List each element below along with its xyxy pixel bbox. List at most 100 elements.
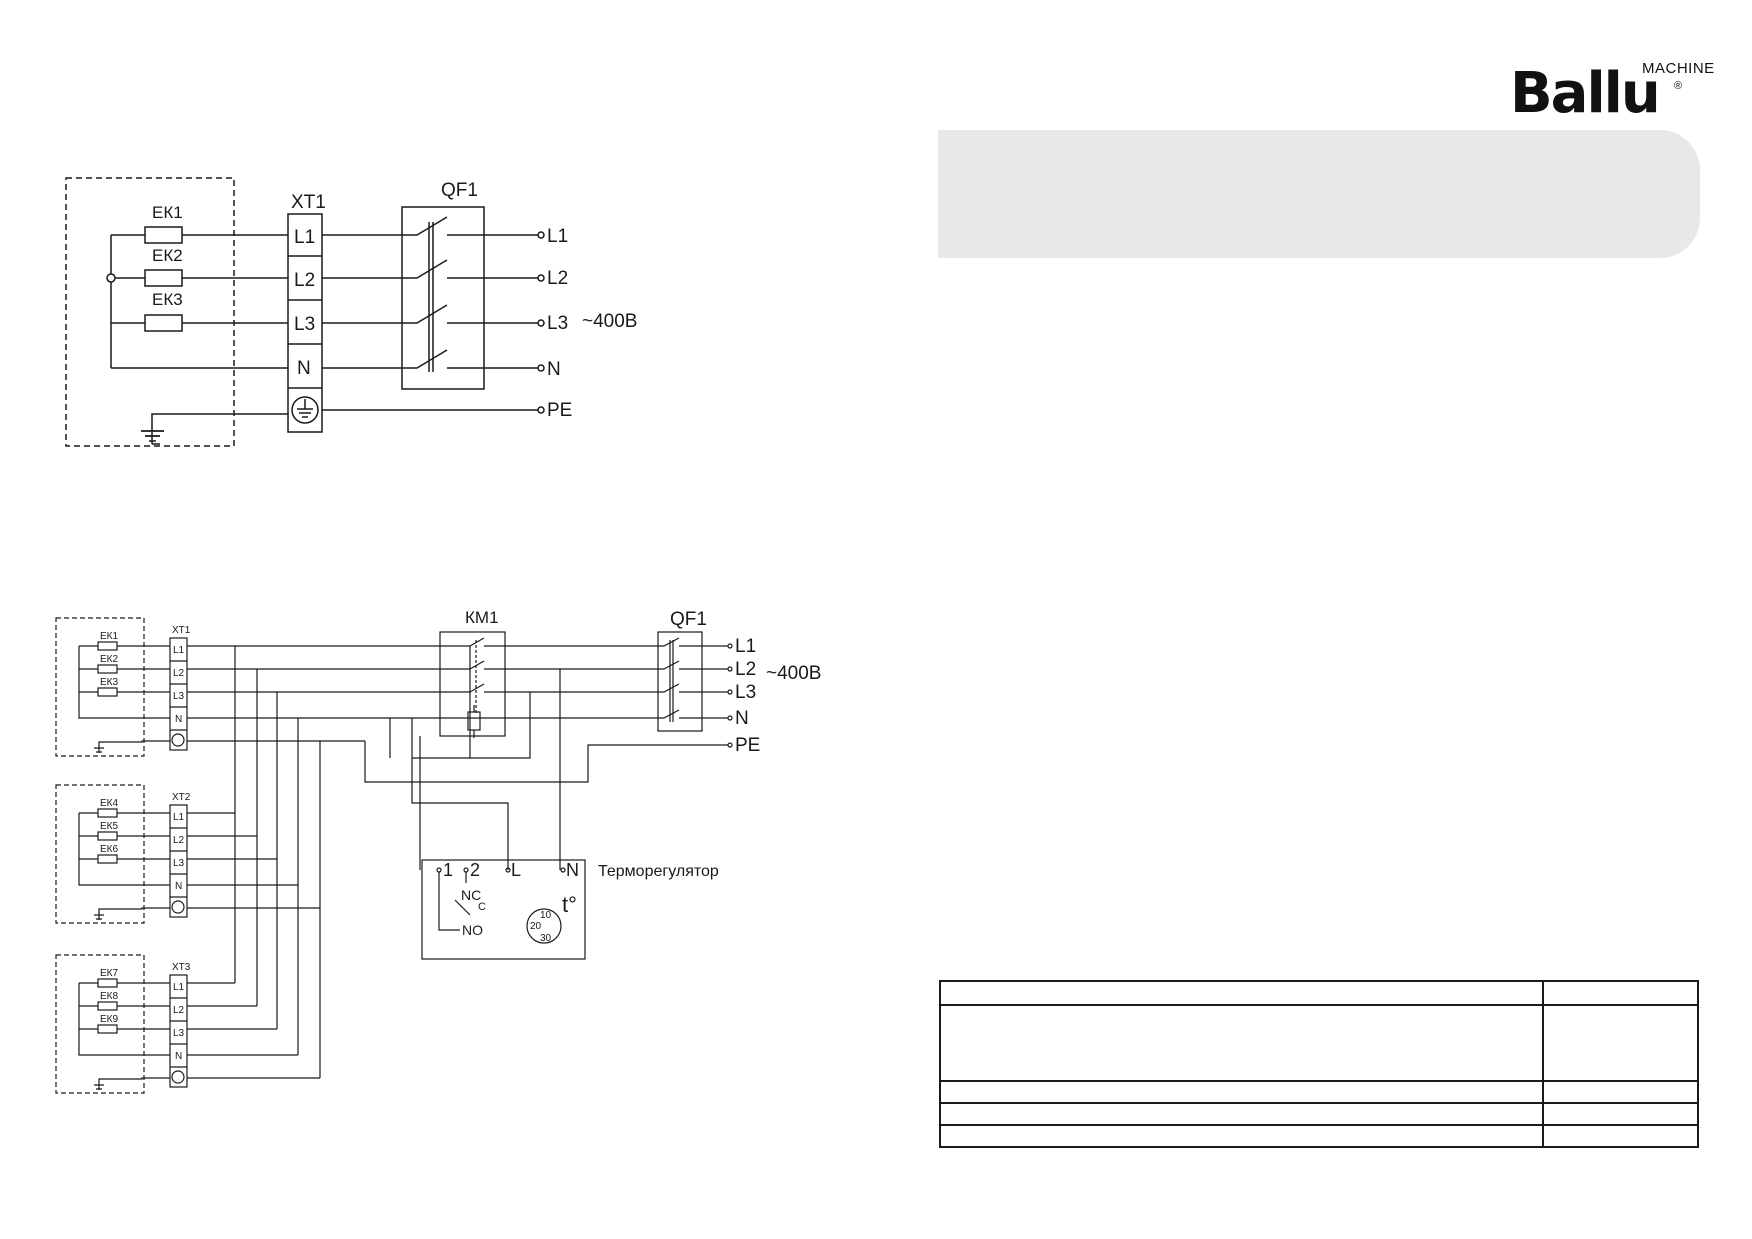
heater-block-1: ЕК1 ЕК2 ЕК3 ХТ1 L1 L2 L3 N	[55, 617, 191, 757]
heater-ek3-label: ЕК3	[152, 290, 183, 309]
xt1-slot-l3: L3	[294, 314, 315, 335]
supply2-l1: L1	[735, 636, 756, 657]
bus-wiring	[187, 645, 470, 1079]
supply-n: N	[547, 359, 561, 380]
block1-ek2: ЕК2	[100, 654, 118, 665]
breaker-qf1-label: QF1	[441, 180, 478, 201]
table-row	[939, 980, 1700, 1006]
star-wiring	[110, 234, 288, 369]
dial-30: 30	[540, 933, 552, 944]
block1-ek1: ЕК1	[100, 631, 118, 642]
star-node	[106, 273, 116, 283]
block2-slot-n: N	[175, 881, 182, 892]
ground-symbol-icon	[141, 430, 164, 442]
supply-l3: L3	[547, 313, 568, 334]
supply2-l2: L2	[735, 659, 756, 680]
block2-ek5: ЕК5	[100, 821, 118, 832]
supply-terminals-2: L1 L2 L3 N PE ~400В	[727, 636, 821, 756]
heater-ek3: ЕК3	[144, 290, 183, 332]
logo-reg: ®	[1674, 80, 1683, 92]
block3-ek8: ЕК8	[100, 991, 118, 1002]
block2-terminal-label: ХТ2	[172, 792, 191, 803]
supply-pe: PE	[547, 400, 572, 421]
block2-slot-l3: L3	[173, 858, 185, 869]
heater-ek1-label: ЕК1	[152, 203, 183, 222]
breaker-qf1	[401, 206, 485, 390]
thermostat-dial-icon	[526, 908, 562, 944]
xt1-slot-l1: L1	[294, 227, 315, 248]
supply2-l3: L3	[735, 682, 756, 703]
supply-l2: L2	[547, 268, 568, 289]
title-panel	[938, 130, 1700, 258]
block3-slot-l2: L2	[173, 1005, 185, 1016]
block2-slot-l2: L2	[173, 835, 185, 846]
heater-ek1: ЕК1	[144, 203, 183, 244]
dial-20: 20	[530, 921, 542, 932]
thermostat-box	[421, 859, 586, 960]
block1-earth-icon	[171, 733, 185, 747]
xt1-slot-l2: L2	[294, 270, 315, 291]
ground-wire	[141, 413, 288, 445]
block3-terminal-label: ХТ3	[172, 962, 191, 973]
block1-slot-n: N	[175, 714, 182, 725]
block3-ek7: ЕК7	[100, 968, 118, 979]
block3-ek9: ЕК9	[100, 1014, 118, 1025]
supply-voltage: ~400В	[582, 311, 637, 332]
heater-to-terminal-wires	[182, 234, 288, 324]
block1-slot-l3: L3	[173, 691, 185, 702]
terminal-xt1-label: ХТ1	[291, 192, 326, 213]
dial-10: 10	[540, 910, 552, 921]
thermostat-temp-symbol: t°	[562, 892, 577, 917]
block1-slot-l2: L2	[173, 668, 185, 679]
thermostat-no: NO	[462, 922, 483, 938]
supply2-voltage: ~400В	[766, 663, 821, 684]
supply2-n: N	[735, 708, 749, 729]
logo-brand: Ballu	[1510, 61, 1661, 126]
block3-slot-l1: L1	[173, 982, 185, 993]
block2-ek6: ЕК6	[100, 844, 118, 855]
breaker-mechanical-link	[428, 222, 434, 372]
contactor-km1-label: КМ1	[465, 608, 499, 627]
block1-ek3: ЕК3	[100, 677, 118, 688]
contactor-km1	[439, 631, 506, 737]
heater-ek2-label: ЕК2	[152, 246, 183, 265]
spec-table	[939, 980, 1700, 1148]
thermostat-pin-n: N	[566, 860, 579, 880]
breaker2-qf1	[657, 631, 703, 732]
thermostat-pin-1: 1	[443, 860, 453, 880]
thermostat: 1 2 L N Терморегулятор NC С NO 10 20 30 …	[421, 859, 719, 960]
diagram-2: ЕК1 ЕК2 ЕК3 ХТ1 L1 L2 L3 N ЕК4 ЕК5 ЕК6 Х…	[55, 608, 821, 1094]
block2-ek4: ЕК4	[100, 798, 118, 809]
thermostat-label: Терморегулятор	[598, 863, 719, 880]
block3-earth-icon	[171, 1070, 185, 1084]
table-row	[939, 1102, 1700, 1126]
table-row	[939, 1080, 1700, 1104]
ballu-logo: Ballu MACHINE ®	[1510, 58, 1714, 128]
table-row	[939, 1004, 1700, 1082]
logo-sub: MACHINE	[1642, 60, 1715, 77]
heater-block-2: ЕК4 ЕК5 ЕК6 ХТ2 L1 L2 L3 N	[55, 784, 191, 924]
block3-slot-l3: L3	[173, 1028, 185, 1039]
earth-terminal-icon	[291, 396, 319, 424]
block2-earth-icon	[171, 900, 185, 914]
supply-l1: L1	[547, 226, 568, 247]
pe-wire	[364, 741, 728, 783]
block1-terminal-label: ХТ1	[172, 625, 191, 636]
thermostat-c: С	[478, 901, 486, 913]
breaker-contacts-wiring	[322, 216, 538, 411]
supply-terminals: L1 L2 L3 N PE ~400В	[537, 226, 637, 421]
heater-ek2: ЕК2	[144, 246, 183, 287]
breaker2-qf1-label: QF1	[670, 609, 707, 630]
thermostat-pin-l: L	[511, 860, 521, 880]
block2-slot-l1: L1	[173, 812, 185, 823]
supply2-pe: PE	[735, 735, 760, 756]
thermostat-nc: NC	[461, 887, 481, 903]
table-row	[939, 1124, 1700, 1148]
thermostat-pin-2: 2	[470, 860, 480, 880]
heater-block-3: ЕК7 ЕК8 ЕК9 ХТ3 L1 L2 L3 N	[55, 954, 191, 1094]
heater-enclosure	[65, 177, 235, 447]
xt1-slot-n: N	[297, 358, 311, 379]
block1-slot-l1: L1	[173, 645, 185, 656]
diagram-1: ЕК1 ЕК2 ЕК3 ХТ1 L1 L2 L3 N QF1	[65, 177, 637, 447]
